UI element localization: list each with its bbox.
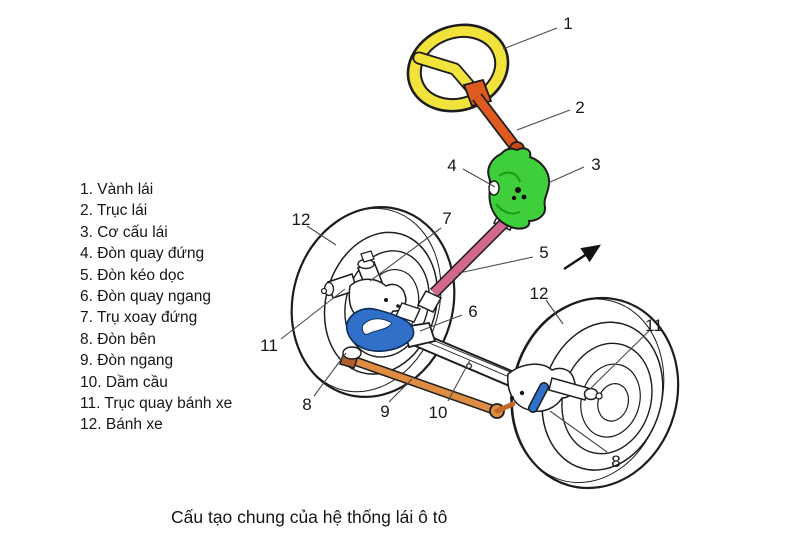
callout-4: 4 bbox=[447, 156, 456, 175]
pitman-arm-pivot bbox=[488, 180, 500, 196]
callout-7: 7 bbox=[442, 209, 451, 228]
steering-arm-notch bbox=[361, 318, 393, 335]
leader-9 bbox=[388, 378, 413, 403]
leader-7 bbox=[369, 227, 442, 282]
steering-gearbox bbox=[487, 147, 551, 230]
legend-item-4: 4. Đòn quay đứng bbox=[80, 245, 205, 263]
gearbox-shade-1 bbox=[498, 171, 521, 183]
direction-arrow bbox=[563, 244, 602, 271]
legend-item-3: 3. Cơ cấu lái bbox=[80, 223, 168, 241]
callout-10: 10 bbox=[429, 403, 448, 422]
leader-1 bbox=[502, 27, 558, 50]
callout-9: 9 bbox=[380, 402, 389, 421]
legend-item-8: 8. Đòn bên bbox=[80, 330, 156, 348]
tie-rod-right-stub bbox=[494, 401, 516, 414]
leader-8-right bbox=[549, 410, 608, 453]
right-knuckle-bolt-1 bbox=[519, 390, 525, 396]
gearbox-bolt-1 bbox=[515, 187, 521, 193]
right-knuckle-bolt-2 bbox=[510, 396, 514, 400]
callout-8-right: 8 bbox=[611, 452, 620, 471]
steering-wheel-spoke bbox=[414, 53, 478, 95]
leader-12-left bbox=[306, 225, 337, 246]
left-spindle-tip bbox=[320, 287, 328, 295]
legend-item-11: 11. Trục quay bánh xe bbox=[80, 395, 233, 413]
callout-3: 3 bbox=[591, 155, 600, 174]
leader-8-left bbox=[313, 352, 347, 397]
legend-item-5: 5. Đòn kéo dọc bbox=[80, 266, 185, 284]
leader-4 bbox=[462, 168, 496, 188]
legend-item-10: 10. Dầm cầu bbox=[80, 373, 168, 391]
callout-5: 5 bbox=[539, 243, 548, 262]
left-tire-tread-line bbox=[291, 207, 442, 393]
left-knuckle-bolt-3 bbox=[396, 304, 400, 308]
legend-list: 1. Vành lái 2. Trục lái 3. Cơ cấu lái 4.… bbox=[80, 179, 232, 436]
callout-11-left: 11 bbox=[260, 336, 278, 355]
right-side-arm bbox=[529, 383, 548, 412]
legend-item-9: 9. Đòn ngang bbox=[80, 352, 174, 370]
callout-6: 6 bbox=[468, 302, 477, 321]
legend-item-7: 7. Trụ xoay đứng bbox=[80, 309, 198, 327]
steering-shaft-rod bbox=[473, 94, 520, 151]
callouts: 1 2 3 4 5 6 7 8 8 9 10 11 11 12 12 bbox=[260, 14, 663, 471]
leader-5 bbox=[458, 256, 534, 274]
leader-2 bbox=[516, 109, 571, 131]
figure-caption: Cấu tạo chung của hệ thống lái ô tô bbox=[171, 507, 448, 527]
left-ball-joint-housing bbox=[342, 346, 362, 360]
right-spindle-tip bbox=[595, 392, 603, 400]
callout-1: 1 bbox=[563, 14, 572, 33]
leader-lines bbox=[280, 27, 650, 453]
leader-3 bbox=[547, 166, 585, 184]
callout-11-right: 11 bbox=[645, 316, 663, 335]
legend-item-1: 1. Vành lái bbox=[80, 181, 154, 198]
callout-8-left: 8 bbox=[302, 395, 311, 414]
legend-item-6: 6. Đòn quay ngang bbox=[80, 288, 211, 306]
left-steering-arm bbox=[345, 307, 415, 352]
gearbox-bolt-2 bbox=[521, 194, 527, 200]
leader-12-right bbox=[545, 299, 564, 325]
drag-link-lower-coupling bbox=[416, 290, 443, 313]
leader-11-left bbox=[280, 288, 346, 340]
right-wheel-spindle bbox=[548, 377, 589, 401]
legend-item-12: 12. Bánh xe bbox=[80, 416, 163, 434]
callout-12-right: 12 bbox=[530, 284, 549, 303]
callout-12-left: 12 bbox=[292, 210, 311, 229]
leader-6 bbox=[419, 314, 463, 332]
gearbox-shade-2 bbox=[495, 203, 521, 215]
gearbox-bolt-3 bbox=[511, 195, 517, 201]
drag-link-rod bbox=[430, 218, 509, 297]
legend-item-2: 2. Trục lái bbox=[80, 202, 148, 220]
steering-shaft bbox=[462, 78, 525, 157]
kingpin-nut bbox=[360, 250, 375, 263]
right-spindle-cap bbox=[583, 387, 599, 401]
leader-11-right bbox=[589, 330, 650, 390]
left-knuckle-bolt-2 bbox=[384, 298, 388, 302]
callout-2: 2 bbox=[575, 98, 584, 117]
leader-10 bbox=[447, 359, 471, 402]
tie-rod-bar bbox=[348, 356, 501, 415]
drag-link-end-cylinder bbox=[395, 302, 421, 323]
steering-wheel bbox=[406, 23, 510, 113]
